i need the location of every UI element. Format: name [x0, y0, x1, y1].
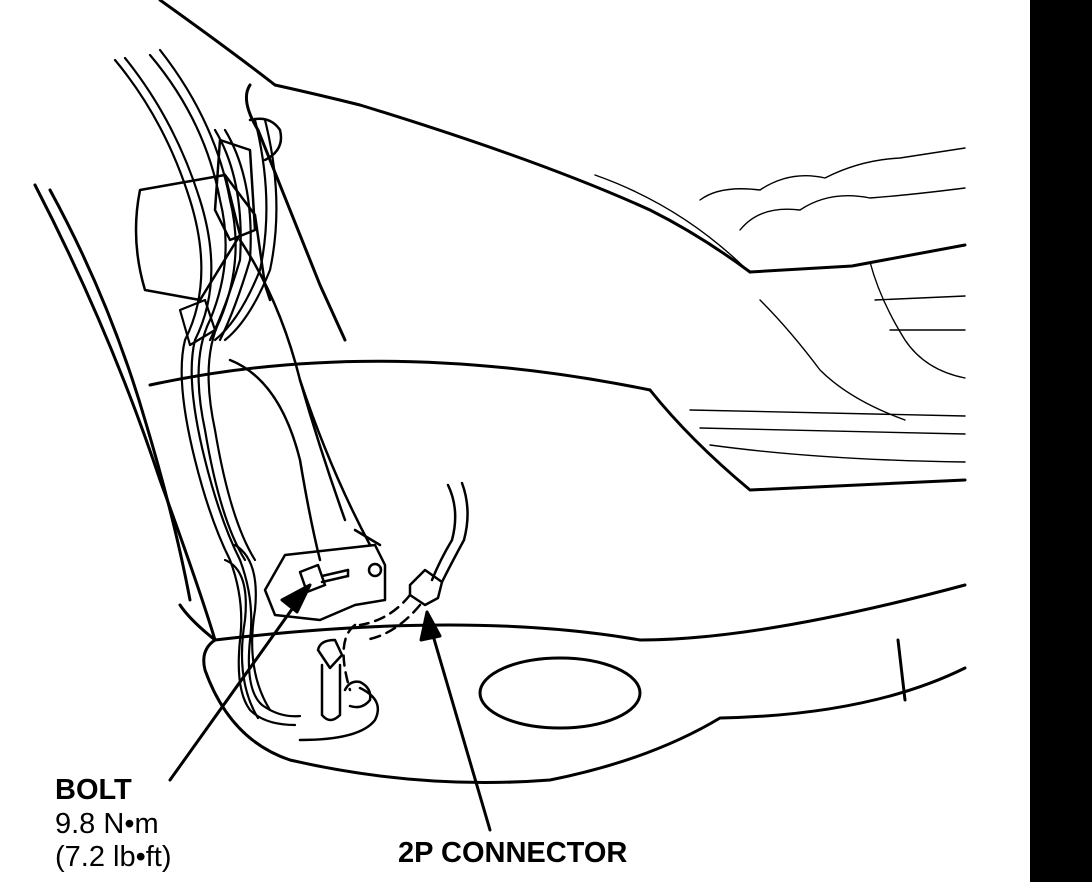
bolt-torque-metric: 9.8 N•m	[55, 808, 159, 840]
hood-panel	[158, 0, 967, 342]
bolt-label: BOLT	[55, 774, 132, 806]
fender-curves	[33, 183, 217, 642]
wiring-harness	[113, 48, 302, 727]
grille-area	[594, 147, 966, 463]
connector-leader-arrow	[419, 610, 492, 832]
bumper-body	[148, 359, 967, 784]
headlamp-housing	[134, 117, 372, 562]
bolt-leader-arrow	[168, 583, 312, 782]
connector-part	[342, 481, 469, 692]
bolt-part	[298, 563, 350, 594]
connector-label: 2P CONNECTOR	[398, 837, 628, 869]
mounting-bracket	[263, 528, 387, 622]
page-edge-bar	[1030, 0, 1092, 882]
bolt-torque-imperial: (7.2 lb•ft)	[55, 841, 172, 873]
fog-lamp-socket	[298, 638, 380, 742]
